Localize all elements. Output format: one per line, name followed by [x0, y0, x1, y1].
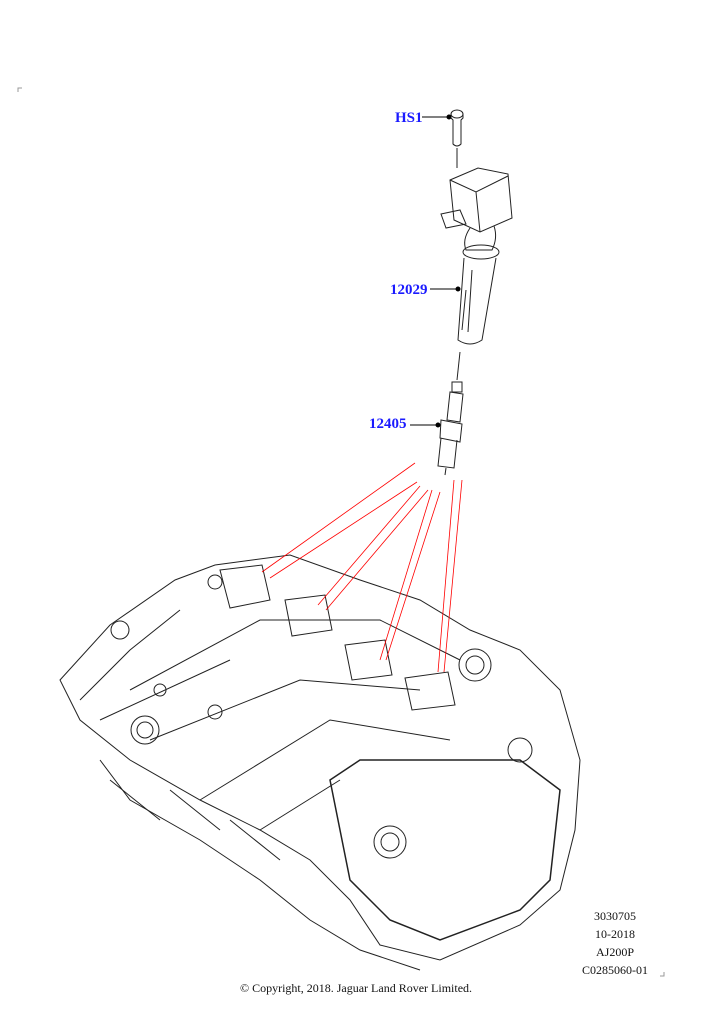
ignition-coil-12029: [440, 167, 513, 345]
cylinder-head-engine: [59, 554, 581, 971]
callout-12029[interactable]: 12029: [390, 282, 428, 298]
engine-code: AJ200P: [595, 945, 634, 959]
drawing-number: C0285060-01: [582, 963, 648, 977]
corner-mark: [660, 972, 665, 977]
date-code: 10-2018: [595, 927, 635, 941]
callout-leaders: [410, 114, 461, 428]
callout-hs1[interactable]: HS1: [395, 110, 423, 126]
location-leaders: [261, 462, 463, 673]
bolt-hs1: [450, 109, 464, 168]
spark-plug-12405: [437, 381, 464, 476]
copyright-notice: © Copyright, 2018. Jaguar Land Rover Lim…: [239, 981, 473, 995]
illustration-number: 3030705: [594, 909, 636, 923]
corner-mark: [17, 87, 22, 92]
callout-12405[interactable]: 12405: [369, 416, 407, 432]
